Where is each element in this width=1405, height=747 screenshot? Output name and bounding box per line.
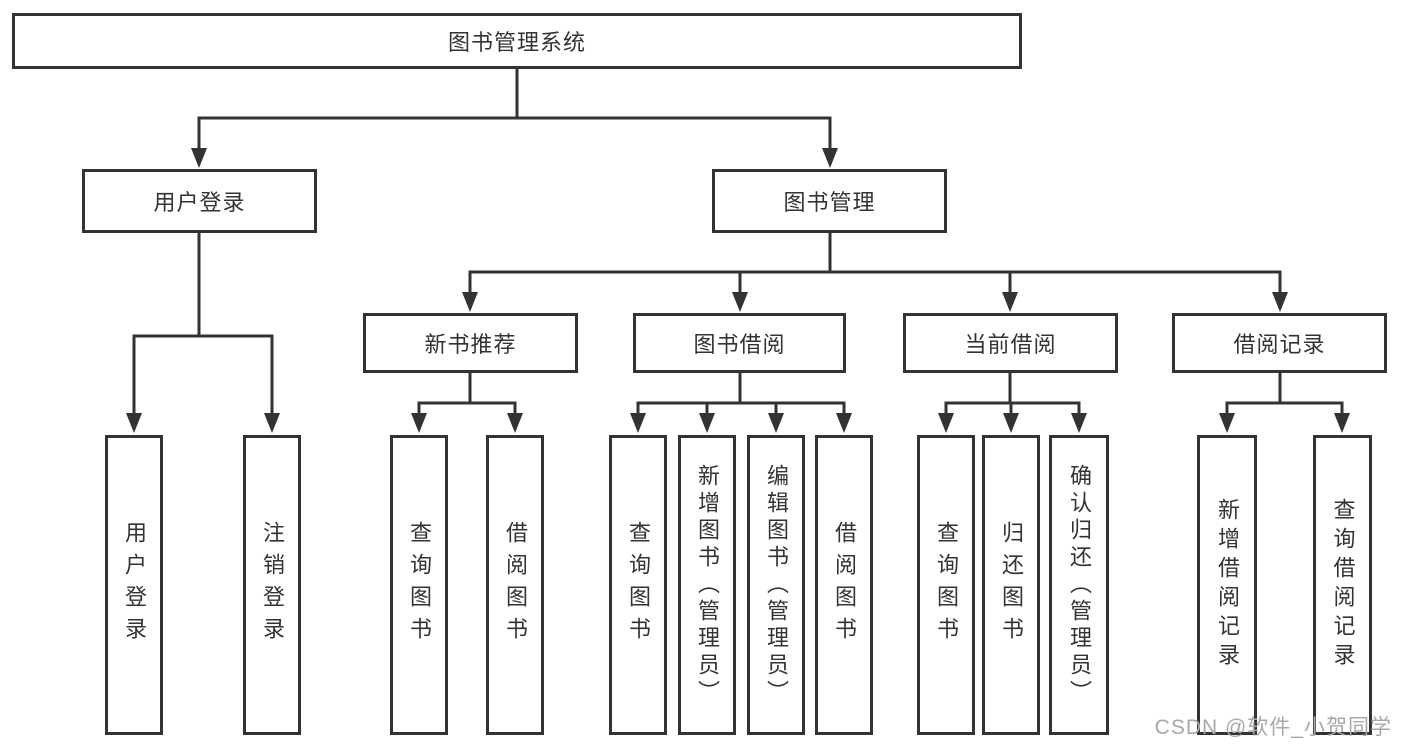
node-label: 查询图书 [626,521,651,649]
leaf-borrow-borrow-books: 借阅图书 [815,435,873,735]
node-label: 注销登录 [260,521,285,649]
node-label: 图书借阅 [693,332,786,357]
node-label: 查询图书 [934,521,959,649]
node-label: 编辑图书（管理员） [764,463,789,707]
node-label: 新增图书（管理员） [695,463,720,707]
node-label: 新增借阅记录 [1215,498,1240,672]
connector-user-login-children [126,233,280,433]
leaf-borrow-edit-books-admin: 编辑图书（管理员） [747,435,805,735]
node-label: 图书管理 [783,190,876,215]
node-label: 图书管理系统 [447,30,586,55]
node-label: 确认归还（管理员） [1067,463,1092,707]
connector-new-books-children [411,373,523,433]
node-new-books: 新书推荐 [363,313,578,373]
node-label: 查询图书 [407,521,432,649]
node-label: 借阅图书 [503,521,528,649]
node-label: 用户登录 [122,521,147,649]
node-root: 图书管理系统 [12,13,1022,69]
leaf-records-add-record: 新增借阅记录 [1197,435,1257,735]
leaf-newbooks-borrow-books: 借阅图书 [486,435,544,735]
leaf-user-login: 用户登录 [105,435,163,735]
leaf-logout: 注销登录 [243,435,301,735]
leaf-newbooks-query-books: 查询图书 [390,435,448,735]
node-label: 新书推荐 [424,332,517,357]
node-book-borrow: 图书借阅 [633,313,846,373]
connector-borrow-records-children [1219,373,1350,433]
node-borrow-records: 借阅记录 [1172,313,1387,373]
node-label: 归还图书 [999,521,1024,649]
connector-book-borrow-children [630,373,852,433]
node-label: 用户登录 [153,190,246,215]
leaf-current-return-books: 归还图书 [982,435,1040,735]
node-user-login: 用户登录 [82,169,317,233]
watermark-text: CSDN @软件_小贺同学 [1154,716,1392,739]
node-label: 借阅记录 [1233,332,1326,357]
leaf-current-query-books: 查询图书 [917,435,975,735]
node-label: 借阅图书 [832,521,857,649]
connector-current-borrow-children [938,373,1087,433]
connector-root-to-level2 [191,69,838,168]
leaf-records-query-record: 查询借阅记录 [1313,435,1372,735]
leaf-borrow-add-books-admin: 新增图书（管理员） [678,435,736,735]
leaf-borrow-query-books: 查询图书 [609,435,667,735]
leaf-current-confirm-return-admin: 确认归还（管理员） [1049,435,1109,735]
connector-book-mgmt-children [462,233,1288,312]
node-label: 当前借阅 [964,332,1057,357]
node-label: 查询借阅记录 [1330,498,1356,672]
node-book-mgmt: 图书管理 [712,169,947,233]
node-current-borrow: 当前借阅 [903,313,1118,373]
